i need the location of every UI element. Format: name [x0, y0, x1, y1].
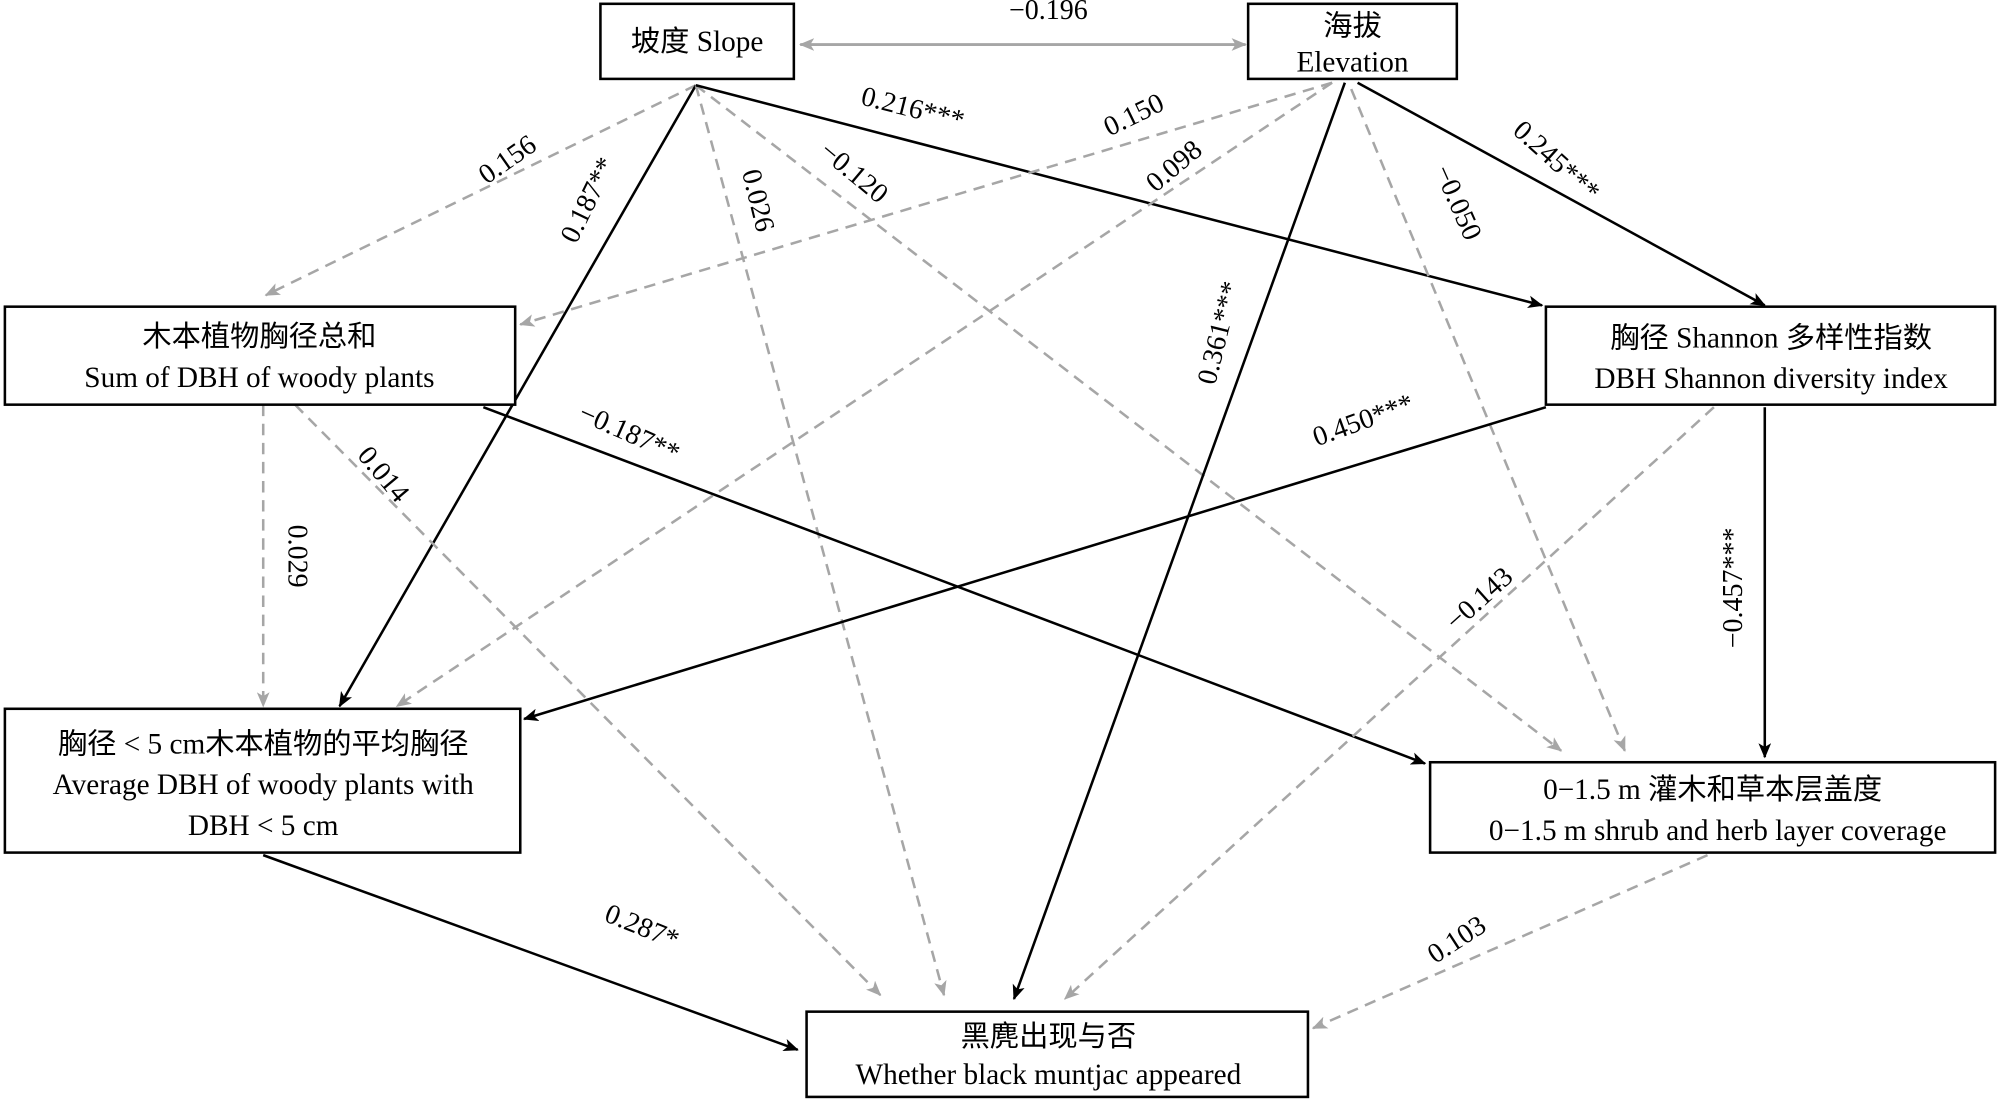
- svg-text:坡度 Slope: 坡度 Slope: [631, 25, 763, 58]
- edge-label-sum_dbh-to-avg_dbh: 0.029: [282, 525, 313, 588]
- node-shannon: 胸径 Shannon 多样性指数 DBH Shannon diversity i…: [1544, 305, 1997, 406]
- edge-label-shannon-to-avg_dbh: 0.450***: [1309, 388, 1418, 453]
- edge-elevation-to-shannon: [1356, 81, 1766, 307]
- node-shrub-en: 0−1.5 m shrub and herb layer coverage: [1489, 815, 1947, 847]
- edge-slope-to-avg_dbh: [338, 84, 697, 708]
- edge-label-slope-to-shrub: −0.120: [814, 136, 894, 210]
- edge-label-elevation-to-muntjac: 0.361***: [1192, 278, 1247, 387]
- edge-label-slope-to-muntjac: 0.026: [735, 166, 780, 235]
- edge-elevation-to-shrub: [1350, 88, 1626, 752]
- edge-label-slope-to-sum_dbh: 0.156: [473, 129, 542, 191]
- edge-label-shrub-to-muntjac: 0.103: [1422, 910, 1492, 970]
- node-shannon-en: DBH Shannon diversity index: [1594, 363, 1948, 395]
- edge-slope-to-shrub: [695, 84, 1563, 752]
- edge-label-sum_dbh-to-shrub: −0.187**: [574, 397, 684, 469]
- edge-slope-to-sum_dbh: [264, 84, 697, 297]
- edge-label-shannon-to-shrub: −0.457***: [1718, 528, 1749, 649]
- node-slope-zh: 坡度: [631, 25, 690, 58]
- node-shrub-zh: 0−1.5 m 灌木和草本层盖度: [1543, 773, 1882, 806]
- node-muntjac-en: Whether black muntjac appeared: [855, 1059, 1241, 1091]
- node-avg-dbh-en2: DBH < 5 cm: [188, 810, 339, 842]
- edge-label-slope-to-elevation: −0.196: [1009, 0, 1088, 26]
- node-elevation-en: Elevation: [1296, 46, 1408, 78]
- edge-shrub-to-muntjac: [1311, 853, 1709, 1030]
- node-slope-en: Slope: [697, 26, 764, 58]
- node-elevation: 海拔 Elevation: [1246, 2, 1459, 81]
- edge-avg_dbh-to-muntjac: [262, 853, 799, 1052]
- edge-label-avg_dbh-to-muntjac: 0.287*: [600, 898, 683, 956]
- node-avg-dbh-en: Average DBH of woody plants with: [53, 769, 474, 801]
- edge-slope-to-muntjac: [694, 84, 947, 997]
- node-shannon-zh: 胸径 Shannon 多样性指数: [1610, 321, 1932, 354]
- edge-shannon-to-muntjac: [1063, 406, 1715, 1000]
- node-muntjac: 黑麂出现与否 Whether black muntjac appeared: [805, 1010, 1310, 1099]
- edge-sum_dbh-to-muntjac: [294, 403, 882, 997]
- node-slope: 坡度 Slope: [599, 2, 796, 81]
- edge-elevation-to-muntjac: [1012, 82, 1347, 1001]
- edge-label-elevation-to-avg_dbh: 0.098: [1140, 134, 1208, 198]
- edge-shannon-to-avg_dbh: [522, 405, 1547, 721]
- edge-elevation-to-sum_dbh: [519, 81, 1333, 327]
- edge-label-slope-to-shannon: 0.216***: [858, 81, 967, 136]
- node-avg-dbh-zh: 胸径 < 5 cm木本植物的平均胸径: [58, 727, 469, 760]
- edge-slope-to-shannon: [695, 84, 1544, 309]
- path-edges: [256, 38, 1772, 1052]
- node-avg-dbh: 胸径 < 5 cm木本植物的平均胸径 Average DBH of woody …: [3, 707, 522, 854]
- edge-sum_dbh-to-shrub: [482, 406, 1427, 765]
- node-sum-dbh-en: Sum of DBH of woody plants: [84, 362, 434, 394]
- edge-label-elevation-to-shannon: 0.245***: [1507, 115, 1606, 208]
- edge-elevation-to-avg_dbh: [395, 81, 1333, 708]
- node-shrub: 0−1.5 m 灌木和草本层盖度 0−1.5 m shrub and herb …: [1428, 760, 1997, 854]
- edge-label-sum_dbh-to-muntjac: 0.014: [351, 441, 415, 509]
- edge-label-shannon-to-muntjac: −0.143: [1440, 561, 1519, 637]
- node-elevation-zh: 海拔: [1323, 10, 1382, 43]
- node-muntjac-zh: 黑麂出现与否: [961, 1020, 1137, 1053]
- edge-label-elevation-to-shrub: −0.050: [1427, 160, 1487, 245]
- node-sum-dbh: 木本植物胸径总和 Sum of DBH of woody plants: [3, 305, 517, 406]
- node-sum-dbh-zh: 木本植物胸径总和: [142, 320, 376, 353]
